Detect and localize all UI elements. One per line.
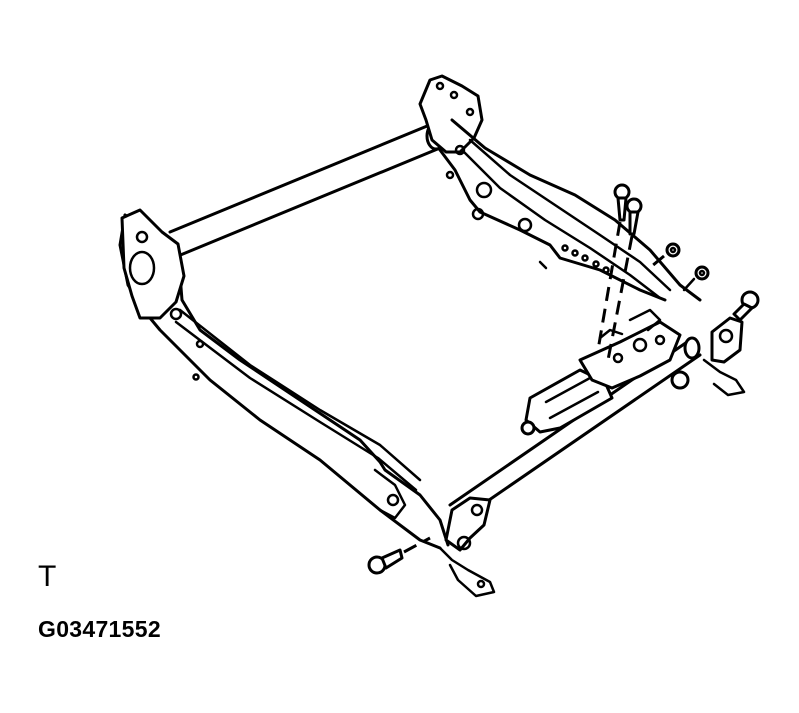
lower-left-bolt — [367, 536, 431, 575]
slide-motor — [520, 308, 682, 436]
right-end-bracket — [670, 316, 746, 397]
nuts — [651, 242, 710, 292]
view-label: T — [38, 560, 57, 593]
right-side-rail — [418, 74, 702, 302]
figure-code: G03471552 — [38, 616, 161, 642]
rear-cross-rod — [168, 121, 447, 258]
top-bolts — [596, 183, 643, 361]
front-cross-rod — [444, 336, 702, 552]
right-bolt — [732, 290, 760, 322]
left-side-rail — [118, 208, 496, 598]
